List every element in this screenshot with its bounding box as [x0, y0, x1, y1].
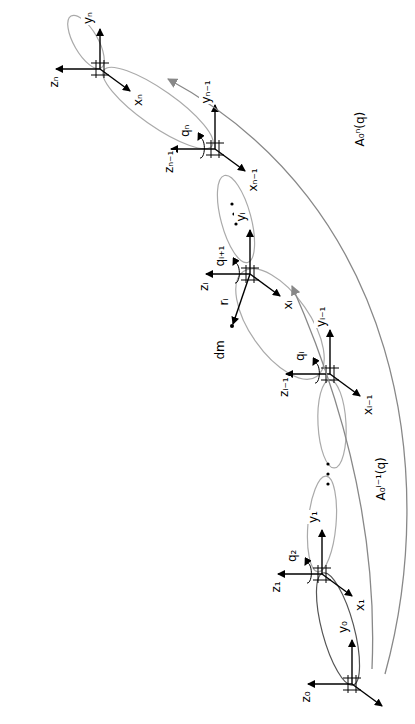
axis-label: x₁ [353, 598, 367, 612]
axis-label: xₙ₋₁ [246, 167, 260, 192]
axis-label: zₙ [47, 75, 61, 88]
axis-label: zᵢ [197, 282, 211, 292]
axis-label: y₀ [336, 620, 350, 634]
joint-variable: qₙ [178, 124, 192, 138]
axis-label: xᵢ₋₁ [361, 394, 375, 416]
axis-label: zₙ₋₁ [162, 150, 176, 174]
axis-label: zᵢ₋₁ [277, 376, 291, 398]
axis-label: xᵢ [281, 299, 295, 310]
axis-label: y₁ [306, 510, 320, 524]
axis-label: yₙ₋₁ [199, 79, 213, 104]
axis-label: yᵢ₋₁ [314, 306, 328, 328]
axis-label: xₙ [131, 93, 145, 107]
transform-label: A₀ⁿ(q) [353, 111, 367, 148]
mass-element-label: dm [213, 339, 227, 360]
axis-label: z₀ [299, 690, 313, 703]
transform-label: A₀ⁱ⁻¹(q) [374, 456, 388, 501]
joint-variable: q₂ [285, 549, 299, 563]
axis-label: yᵢ [234, 211, 248, 222]
axis-label: yₙ [81, 11, 95, 25]
joint-variable: qᵢ₊₁ [213, 245, 227, 268]
vector-label: rᵢ [217, 297, 231, 306]
joint-variable: qᵢ [293, 350, 307, 362]
axis-label: z₁ [269, 580, 283, 593]
